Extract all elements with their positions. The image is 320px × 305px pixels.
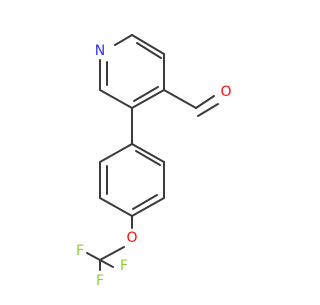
bond — [114, 34, 133, 46]
bond — [197, 103, 219, 117]
bond — [131, 197, 165, 217]
atom-f1: F — [76, 243, 84, 259]
atom-labels: N O O F F F — [76, 43, 232, 289]
atom-o-carbonyl: O — [220, 84, 231, 100]
bond — [136, 42, 162, 59]
bonds — [86, 34, 219, 271]
bond — [163, 89, 197, 109]
bond — [131, 34, 165, 55]
bond — [99, 143, 133, 163]
bond — [99, 246, 125, 261]
atom-f3: F — [120, 258, 128, 274]
atom-f2: F — [96, 273, 104, 289]
structure-canvas: N O O F F F — [76, 34, 232, 289]
molecule-structure: N O O F F F — [76, 34, 232, 289]
bond — [135, 150, 161, 166]
bond — [86, 252, 101, 261]
bond — [99, 89, 133, 109]
bond — [132, 194, 158, 210]
bond — [131, 143, 165, 163]
bond — [133, 86, 159, 102]
atom-o-ether: O — [126, 230, 137, 246]
bond — [99, 197, 133, 217]
atom-n: N — [95, 43, 105, 59]
bond — [195, 95, 215, 109]
bond — [99, 259, 114, 268]
bond — [131, 89, 165, 109]
